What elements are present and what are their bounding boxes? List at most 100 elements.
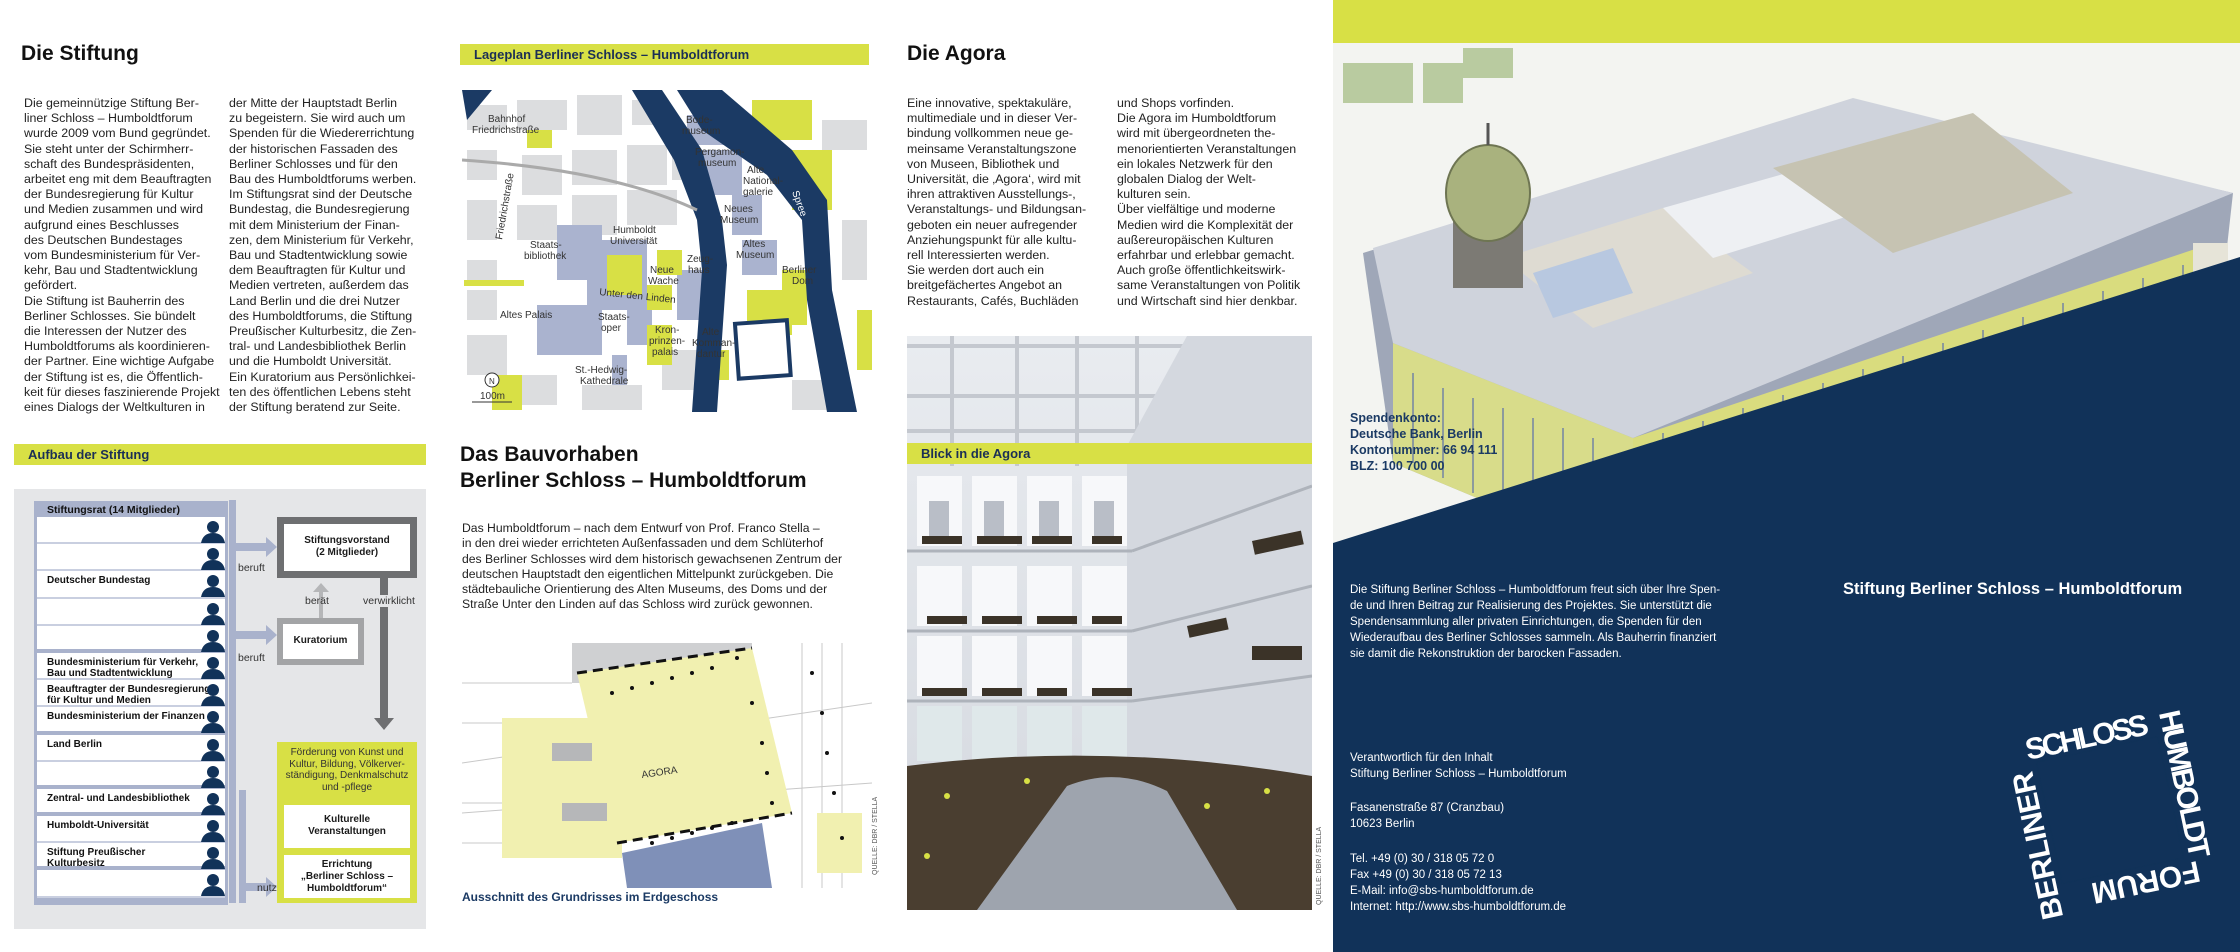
scale-label: 100m xyxy=(480,391,505,402)
map-label: Staats- xyxy=(530,240,562,251)
text-line: Spendenkonto: xyxy=(1350,411,1441,425)
stiftung-heading: Die Stiftung xyxy=(21,42,139,65)
map-label: Zeug- xyxy=(687,254,713,265)
org-chart: Stiftungsrat (14 Mitglieder) Deutscher B… xyxy=(14,489,426,929)
text-line: Die Agora im Humboldtforum xyxy=(1117,111,1277,126)
cover-title: Stiftung Berliner Schloss – Humboldtforu… xyxy=(1843,580,2183,598)
text-line: Sie werden dort auch ein xyxy=(907,263,1045,278)
arrow-icon xyxy=(236,625,277,645)
logo-text-left: BERLINER xyxy=(2007,769,2071,923)
construction-box: Errichtung „Berliner Schloss – Humboldtf… xyxy=(284,855,410,898)
person-icon xyxy=(201,765,225,788)
logo-text-bottom: FORUM xyxy=(2088,854,2202,909)
map-label: Kron- xyxy=(655,325,679,336)
map-label: Wache xyxy=(648,276,679,287)
person-icon xyxy=(201,629,225,652)
north-arrow-icon xyxy=(484,372,500,388)
council-member-row: Land Berlin xyxy=(37,734,225,762)
navy-background xyxy=(1333,257,2240,952)
text-line: 10623 Berlin xyxy=(1350,818,1415,830)
council-member-row: Bundesministerium für Verkehr, Bau und S… xyxy=(37,652,225,681)
site-map: Bahnhof Friedrichstraße Friedrichstraße … xyxy=(462,90,872,412)
text-line: gefördert. xyxy=(24,278,78,293)
map-label: Komman- xyxy=(692,338,735,349)
council-member-row: Bundesministerium der Finanzen xyxy=(37,707,225,735)
map-label: prinzen- xyxy=(649,336,685,347)
agora-area xyxy=(577,648,792,843)
text-line: Tel. +49 (0) 30 / 318 05 72 0 xyxy=(1350,853,1495,865)
text-line: meinsame Veranstaltungszone xyxy=(907,141,1077,156)
text-line: tral- und Landesbibliothek Berlin xyxy=(229,339,407,354)
text-line: städtebauliche Orientierung des Alten Mu… xyxy=(462,582,828,597)
map-label: Altes xyxy=(743,239,765,250)
text-line: Internet: http://www.sbs-humboldtforum.d… xyxy=(1350,901,1567,913)
text-line: Die Stiftung Berliner Schloss – Humboldt… xyxy=(1350,584,1721,596)
text-line: kehr, Bau und Stadtentwicklung xyxy=(24,263,198,278)
person-icon xyxy=(201,847,225,870)
spree-river xyxy=(677,90,857,412)
text-line: des Humboldtforums, die Stiftung xyxy=(229,308,413,323)
arrow-icon xyxy=(246,877,277,897)
cover-top-band xyxy=(1333,0,2240,43)
nutzt-label: nutzt xyxy=(257,882,280,894)
text-line: Über vielfältige und moderne xyxy=(1117,202,1276,217)
text-line: de und Ihren Beitrag zur Realisierung de… xyxy=(1350,600,1712,612)
map-label: museum xyxy=(682,126,720,137)
text-line: mit dem Ministerium der Finan- xyxy=(229,217,400,232)
map-label: Museum xyxy=(720,215,758,226)
text-line: BLZ: 100 700 00 xyxy=(1350,459,1445,473)
text-line: schaft des Bundespräsidenten, xyxy=(24,156,195,171)
humboldtforum-logo: SCHLOSS HUMBOLDT FORUM BERLINER xyxy=(2007,707,2216,923)
verwirklicht-label: verwirklicht xyxy=(363,595,415,607)
map-label: Neue xyxy=(650,265,674,276)
glass-roof xyxy=(907,336,1207,466)
map-label: Bode- xyxy=(686,115,713,126)
text-line: Preußischer Kulturbesitz, die Zen- xyxy=(229,324,417,339)
text-line: breitgefächertes Angebot an xyxy=(907,278,1062,293)
connector-bar xyxy=(229,500,236,903)
text-line: wird mit übergeordneten the- xyxy=(1117,126,1276,141)
donation-text: Die Stiftung Berliner Schloss – Humboldt… xyxy=(1350,582,1720,662)
person-icon xyxy=(201,874,225,897)
text-line: Eine innovative, spektakuläre, xyxy=(907,96,1072,110)
map-label: Universität xyxy=(610,236,657,247)
lustgarten xyxy=(1343,48,1513,103)
text-line: der Partner. Eine wichtige Aufgabe xyxy=(24,354,215,369)
map-label: National- xyxy=(743,176,783,187)
map-label: Alte xyxy=(747,165,765,176)
text-line: globalen Dialog der Welt- xyxy=(1117,172,1256,187)
text-line: Spendensammlung aller privaten Einrichtu… xyxy=(1350,616,1702,628)
text-line: Restaurants, Cafés, Buchläden xyxy=(907,293,1079,308)
text-line: Land Berlin und die drei Nutzer xyxy=(229,293,400,308)
arrow-icon xyxy=(236,537,277,557)
text-line: aufgrund eines Beschlusses xyxy=(24,217,179,232)
text-line: und die Humboldt Universität. xyxy=(229,354,392,369)
heading-line: Das Bauvorhaben xyxy=(460,443,639,466)
person-icon xyxy=(201,548,225,571)
seating xyxy=(977,777,1237,910)
map-label: St.-Hedwig- xyxy=(575,365,627,376)
text-line: Veranstaltungs- und Bildungsan- xyxy=(907,202,1087,217)
text-line: der Mitte der Hauptstadt Berlin xyxy=(229,96,398,110)
text-line: Anziehungspunkt für alle kultu- xyxy=(907,232,1077,247)
board-box: Stiftungsvorstand (2 Mitglieder) xyxy=(277,517,417,578)
heading-line: Berliner Schloss – Humboldtforum xyxy=(460,469,807,492)
cover-artwork xyxy=(1333,43,2240,952)
map-label: bibliothek xyxy=(524,251,567,262)
balcony-people xyxy=(922,530,1304,696)
map-label: Pergamon- xyxy=(695,147,744,158)
bauvorhaben-text: Das Humboldtforum – nach dem Entwurf von… xyxy=(462,521,842,613)
council-member-label: Humboldt-Universität xyxy=(47,820,149,832)
multifunction-hall xyxy=(622,823,772,888)
text-line: Die gemeinnützige Stiftung Ber- xyxy=(24,96,199,110)
council-member-row: Humboldt-Universität xyxy=(37,816,225,844)
council-member-label: Bundesministerium für Verkehr, Bau und S… xyxy=(47,656,199,679)
text-line: Berliner Schlosses und für den xyxy=(229,156,398,171)
map-label: Kathedrale xyxy=(580,376,629,387)
map-label: Staats- xyxy=(598,312,630,323)
text-line: der Bundesregierung für Kultur xyxy=(24,187,194,202)
plan-agora-label: AGORA xyxy=(641,765,679,781)
text-line: deutschen Hauptstadt den eigentlichen Mi… xyxy=(462,566,834,581)
text-line: zu begeistern. Sie wird auch um xyxy=(229,111,406,126)
